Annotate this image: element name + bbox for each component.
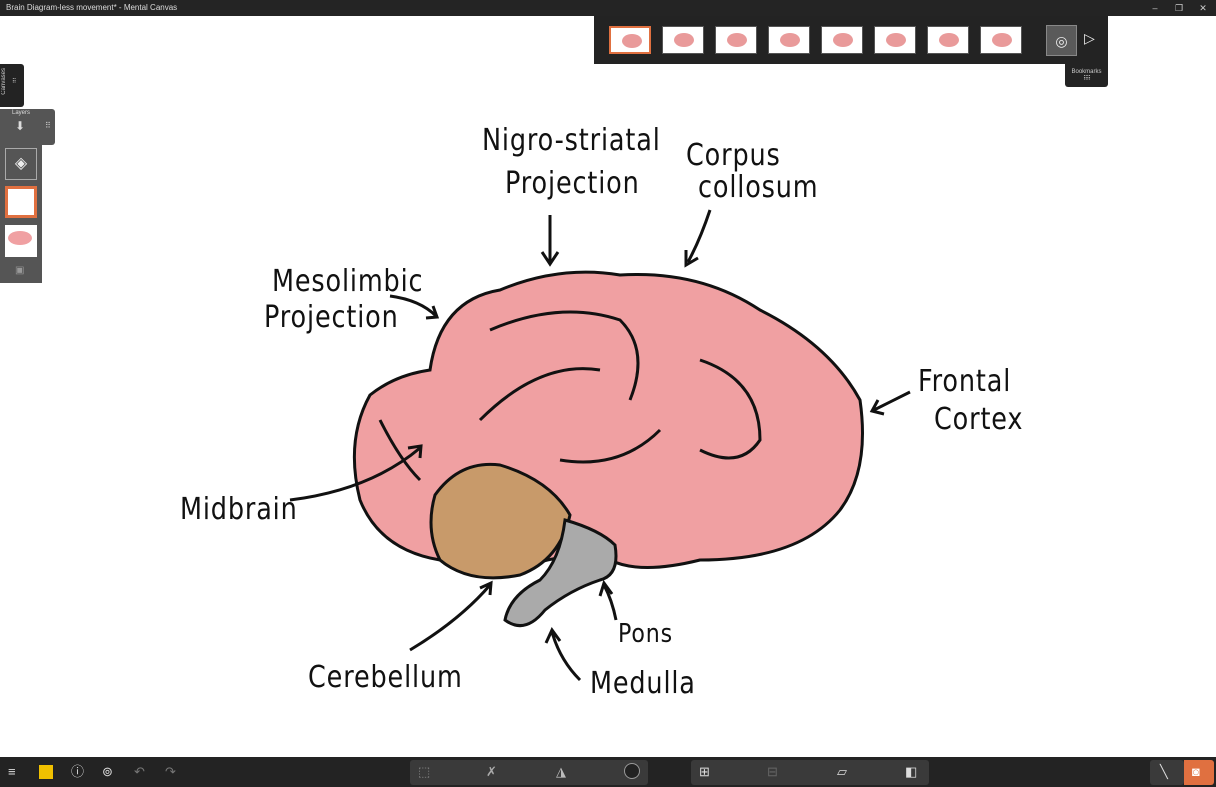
label-arrows (289, 209, 911, 682)
restore-button[interactable]: ❐ (1174, 3, 1184, 13)
layers-label: Layers (12, 110, 31, 116)
bookmark-thumbnail[interactable] (715, 26, 757, 54)
menu-icon[interactable]: ≡ (8, 764, 16, 779)
redo-icon[interactable]: ↷ (165, 764, 176, 779)
camera-icon: ◙ (1192, 764, 1200, 779)
label-cerebellum: Cerebellum (308, 660, 463, 695)
camera-tool-button[interactable]: ◙ (1184, 760, 1214, 785)
arrow-pons (598, 579, 618, 621)
select-icon[interactable]: ⬚ (418, 764, 431, 779)
label-pons: Pons (618, 619, 673, 649)
add-plane-icon[interactable]: ⊞ (699, 764, 710, 779)
split-plane-icon[interactable]: ⊟ (767, 764, 778, 779)
orbit-view-icon[interactable]: ⊚ (102, 764, 113, 779)
bottom-toolbar: ≡ ⓘ ⊚ ↶ ↷ ⬚ ✗ ◮ ⊞ ⊟ ▱ ◧ ╲ ◙ (0, 757, 1216, 787)
layers-tab[interactable]: Layers ⬇ ⠿ (0, 109, 55, 145)
label-mesolimbic-projection: Projection (264, 300, 399, 335)
bookmark-thumbnail[interactable] (980, 26, 1022, 54)
arrow-corpus (684, 209, 712, 268)
pen-tool-button[interactable]: ╲ (1150, 760, 1184, 785)
cerebellum (429, 462, 572, 580)
drag-handle-icon[interactable]: ⠿ (12, 79, 17, 85)
background-image-icon[interactable]: ▣ (15, 265, 25, 276)
layer-thumbnail-outline[interactable] (5, 186, 37, 218)
close-button[interactable]: ✕ (1199, 3, 1207, 13)
bookmark-thumbnail[interactable] (927, 26, 969, 54)
bookmarks-strip: ◎ ▷ (594, 16, 1108, 64)
label-collosum: collosum (698, 170, 819, 205)
label-nigro-striatal: Nigro-striatal (482, 123, 661, 158)
arrow-nigro (540, 215, 560, 267)
pen-icon: ╲ (1160, 764, 1168, 779)
bookmark-thumbnail[interactable] (874, 26, 916, 54)
plane-tilt-icon[interactable]: ▱ (837, 764, 847, 779)
window-title: Brain Diagram-less movement* - Mental Ca… (6, 3, 178, 12)
canvases-tab[interactable]: Canvases⠿ (0, 64, 24, 107)
title-bar: Brain Diagram-less movement* - Mental Ca… (0, 0, 1216, 16)
arrow-mesolimbic (389, 294, 440, 320)
next-bookmarks-icon[interactable]: ▷ (1084, 30, 1095, 46)
bookmark-thumbnail[interactable] (768, 26, 810, 54)
bookmarks-label: Bookmarks (1071, 69, 1102, 75)
eraser-icon[interactable]: ✗ (486, 764, 497, 779)
label-mesolimbic: Mesolimbic (272, 264, 424, 299)
label-frontal: Frontal (918, 364, 1012, 399)
label-cortex: Cortex (934, 402, 1024, 437)
layer-tools-group: ⊞ ⊟ ▱ ◧ (691, 760, 929, 785)
label-medulla: Medulla (590, 666, 696, 701)
bookmark-thumbnail[interactable] (821, 26, 863, 54)
drawing-tools-group: ⬚ ✗ ◮ (410, 760, 648, 785)
minimize-button[interactable]: – (1152, 3, 1158, 13)
layers-panel: ◈ ▣ (0, 145, 42, 283)
arrow-cerebellum (409, 580, 493, 652)
arrow-midbrain (289, 444, 423, 502)
label-nigro-projection: Projection (505, 166, 640, 201)
layer-thumbnail-color[interactable] (5, 225, 37, 257)
color-picker-icon[interactable] (624, 763, 640, 779)
layer-stack-icon[interactable]: ⬇ (15, 119, 26, 133)
arrow-frontal (869, 390, 911, 416)
add-bookmark-camera-icon[interactable]: ◎ (1046, 25, 1077, 56)
label-corpus: Corpus (686, 138, 781, 173)
brainstem (503, 518, 618, 628)
canvas-grid-icon[interactable] (38, 764, 54, 780)
bookmark-thumbnail[interactable] (662, 26, 704, 54)
drag-handle-icon[interactable]: ⠿⠿ (1083, 76, 1091, 82)
help-icon[interactable]: ⓘ (71, 764, 85, 779)
undo-icon[interactable]: ↶ (134, 764, 145, 779)
mirror-icon[interactable]: ◧ (905, 764, 918, 779)
add-layer-icon[interactable]: ◈ (5, 148, 37, 180)
bookmark-thumbnail[interactable] (609, 26, 651, 54)
arrow-medulla (544, 627, 582, 682)
label-midbrain: Midbrain (180, 492, 298, 527)
bookmarks-tab[interactable]: Bookmarks⠿⠿ (1065, 64, 1108, 87)
drag-handle-icon[interactable]: ⠿ (45, 121, 51, 130)
cortex-folds (378, 310, 762, 482)
fill-bucket-icon[interactable]: ◮ (556, 764, 566, 779)
